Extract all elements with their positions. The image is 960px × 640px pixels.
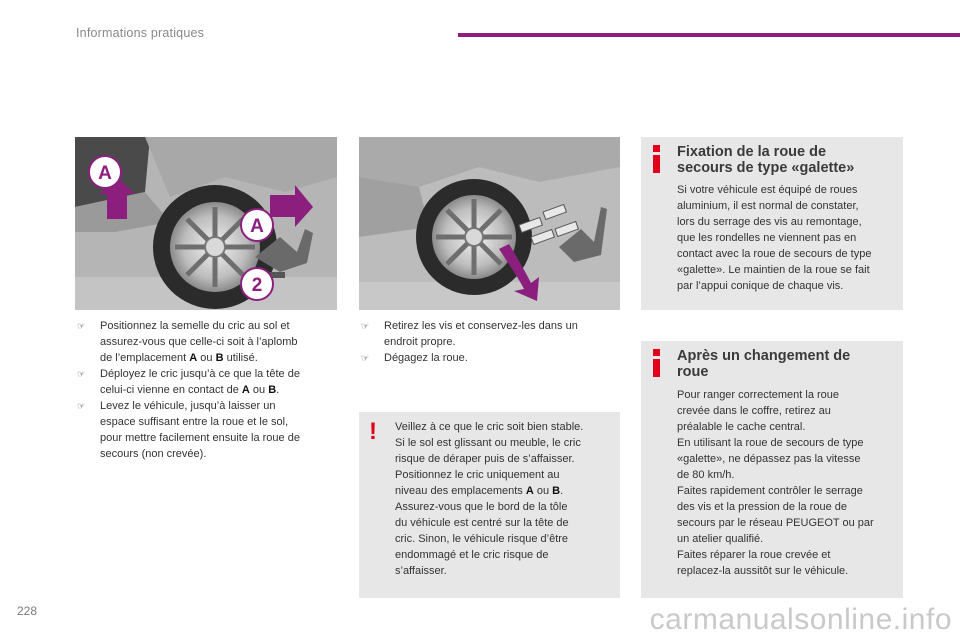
warning-text: Veillez à ce que le cric soit bien stabl…: [395, 421, 584, 577]
info-title: Après un changement de roue: [677, 348, 851, 380]
label-a-jack: [240, 208, 274, 242]
wheel-removal-list: ☞ Retirez les vis et conservez-les dans …: [361, 318, 611, 366]
warning-box: ! Veillez à ce que le cric soit bien sta…: [359, 412, 620, 598]
exclamation-icon: !: [369, 418, 377, 445]
pointing-finger-icon: ☞: [77, 369, 86, 379]
info-box-spare-wheel-fixing: Fixation de la roue de secours de type «…: [641, 137, 903, 310]
list-item: ☞ Positionnez la semelle du cric au sol …: [77, 320, 298, 364]
header-accent-bar: [458, 33, 960, 37]
page-number: 228: [17, 604, 38, 618]
list-item: ☞ Dégagez la roue.: [361, 352, 468, 364]
watermark: carmanualsonline.info: [649, 603, 952, 636]
info-icon: [651, 145, 663, 175]
jack-instructions-list: ☞ Positionnez la semelle du cric au sol …: [77, 318, 332, 462]
info-title: Fixation de la roue de secours de type «…: [677, 144, 855, 176]
label-a-top: [88, 155, 122, 189]
list-item: ☞ Déployez le cric jusqu’à ce que la têt…: [77, 368, 300, 396]
info-icon: [651, 349, 663, 379]
info-box-after-wheel-change: Après un changement de roue Pour ranger …: [641, 341, 903, 598]
info-text: Si votre véhicule est équipé de roues al…: [677, 184, 872, 292]
label-step-2: [240, 267, 274, 301]
wheel-removal-illustration: [359, 137, 620, 310]
label-a-top-text: A: [98, 163, 112, 184]
label-a-jack-text: A: [250, 216, 264, 237]
pointing-finger-icon: ☞: [77, 401, 86, 411]
jack-positioning-illustration: A A 2: [75, 137, 337, 310]
info-text: Pour ranger correctement la roue crevée …: [677, 389, 874, 577]
pointing-finger-icon: ☞: [361, 353, 370, 363]
header-title: Informations pratiques: [76, 26, 205, 40]
list-item: ☞ Retirez les vis et conservez-les dans …: [361, 320, 578, 348]
pointing-finger-icon: ☞: [77, 321, 86, 331]
pointing-finger-icon: ☞: [361, 321, 370, 331]
list-item: ☞ Levez le véhicule, jusqu’à laisser un …: [77, 400, 300, 460]
label-step-2-text: 2: [252, 275, 263, 296]
